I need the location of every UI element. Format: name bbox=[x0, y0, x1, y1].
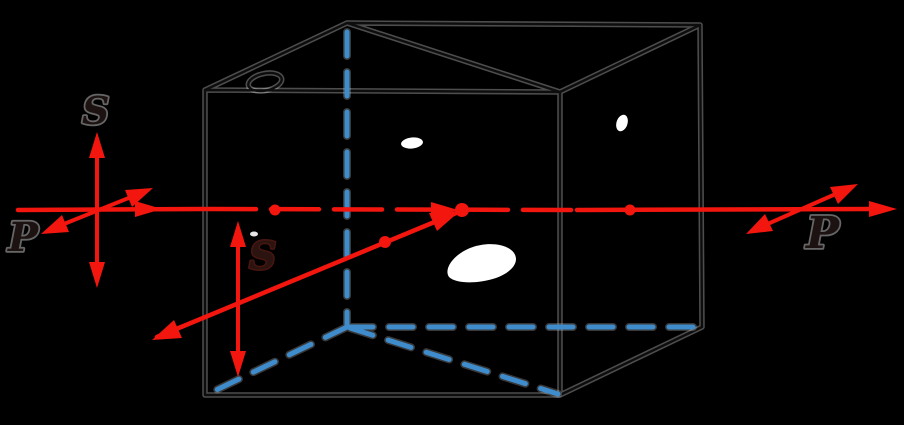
eraser-speck bbox=[250, 231, 258, 237]
eraser-blob-top bbox=[401, 137, 423, 149]
hidden-edge-halo bbox=[204, 28, 704, 398]
reflected-s-arrowhead-up bbox=[230, 221, 246, 247]
incident-s-arrowhead-down bbox=[89, 262, 105, 288]
beam-dot-1 bbox=[269, 204, 281, 216]
beam-dot-2 bbox=[624, 204, 636, 216]
hidden-edges bbox=[205, 29, 703, 397]
incident-p-label-text: P bbox=[7, 214, 40, 261]
top-face-ellipse bbox=[247, 71, 283, 93]
labels: S S P P S S P P bbox=[5, 86, 843, 280]
cube-bottom-right-edge bbox=[558, 325, 704, 397]
transmitted-p-label: P P bbox=[802, 206, 843, 261]
reflected-beam-arrowhead bbox=[152, 320, 182, 340]
reflected-beam bbox=[154, 208, 464, 340]
reflected-beam-junction-barb bbox=[429, 211, 460, 231]
transmitted-p-arrow-shaft bbox=[752, 187, 849, 232]
hidden-halo-path bbox=[204, 28, 704, 398]
beam-inside-cube-dashed bbox=[205, 206, 580, 213]
reflected-s-label: S S bbox=[248, 232, 278, 280]
incident-beam bbox=[15, 206, 208, 213]
reflected-s-label-text: S bbox=[249, 233, 276, 278]
transmitted-p-label-text: P bbox=[804, 208, 841, 259]
eraser-blob-right bbox=[616, 114, 628, 132]
incident-p-label-halo: P bbox=[7, 214, 40, 261]
reflected-beam-dot bbox=[379, 236, 391, 248]
hidden-bottom-splitter-diagonal bbox=[347, 325, 561, 397]
incident-p-label: P P bbox=[5, 212, 42, 263]
incident-p-arrowhead-lower bbox=[41, 215, 69, 234]
incident-s-label-text: S bbox=[82, 88, 109, 133]
hidden-bottom-left-edge bbox=[205, 324, 350, 397]
incident-s-label-halo: S bbox=[82, 88, 109, 133]
transmitted-p-arrowhead-lower bbox=[746, 214, 773, 234]
incident-p-arrowhead-upper bbox=[125, 188, 153, 207]
transmitted-p-arrowhead-upper bbox=[830, 184, 858, 204]
eraser-blob-large bbox=[447, 244, 516, 283]
incident-s-arrowhead-up bbox=[89, 132, 105, 158]
cube-back-right-vertical-edge bbox=[698, 23, 704, 329]
eraser-marks bbox=[250, 114, 628, 283]
transmitted-p-label-halo: P bbox=[804, 208, 841, 259]
incident-s-label: S S bbox=[80, 86, 111, 135]
incident-beam-arrowhead bbox=[135, 201, 162, 217]
beam-dots bbox=[269, 203, 636, 248]
reflected-s-arrowhead-down bbox=[230, 351, 246, 377]
beam-arrowheads bbox=[41, 132, 897, 377]
transmitted-beam-arrowhead bbox=[869, 201, 897, 217]
beam-junction-dot bbox=[455, 203, 469, 217]
reflected-s-label-halo: S bbox=[249, 233, 276, 278]
